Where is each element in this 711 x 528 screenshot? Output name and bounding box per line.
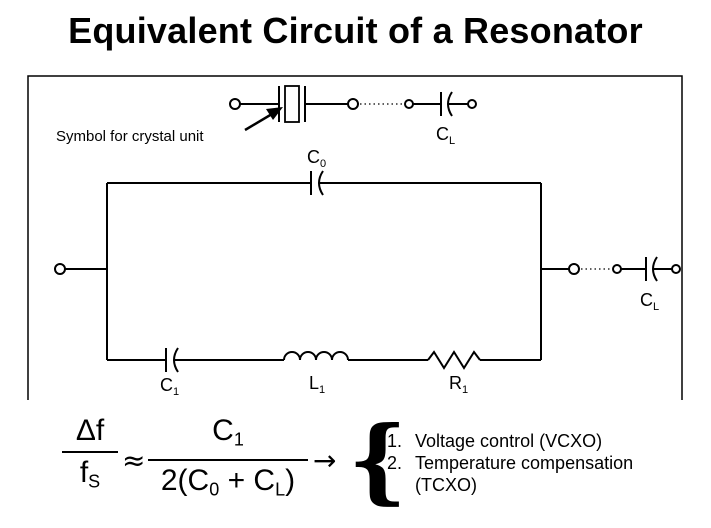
frequency-shift-formula: Δf fS ≈ C1 2(C0 + CL) → { 1.Voltage cont… bbox=[0, 400, 711, 528]
rhs-denominator: 2(C0 + CL) bbox=[160, 464, 296, 500]
arrow-right-icon: → bbox=[313, 444, 337, 477]
load-capacitor-symbol bbox=[404, 91, 477, 117]
symbol-caption: Symbol for crystal unit bbox=[56, 128, 204, 145]
rhs-fraction-bar bbox=[148, 459, 308, 462]
terminal-left bbox=[229, 98, 241, 110]
input-terminal bbox=[54, 263, 66, 275]
list-item: (TCXO) bbox=[415, 475, 477, 495]
left-brace: { bbox=[348, 406, 408, 514]
output-terminal bbox=[568, 263, 580, 275]
lhs-numerator: Δf bbox=[75, 414, 105, 447]
load-capacitor-output bbox=[612, 256, 681, 282]
load-cap-label-top: CL bbox=[436, 124, 455, 147]
c1-label: C1 bbox=[160, 375, 179, 398]
page-title: Equivalent Circuit of a Resonator bbox=[68, 10, 643, 51]
crystal-symbol bbox=[229, 85, 359, 123]
lhs-fraction-bar bbox=[62, 451, 118, 453]
c0-label: C0 bbox=[307, 147, 326, 170]
r1-zigzag bbox=[427, 350, 481, 370]
l1-coil bbox=[283, 351, 349, 361]
load-cap-label-output: CL bbox=[640, 290, 659, 313]
list-item: 1.Voltage control (VCXO) bbox=[387, 431, 603, 451]
crystal-body bbox=[284, 85, 300, 123]
l1-label: L1 bbox=[309, 373, 325, 396]
terminal-right bbox=[347, 98, 359, 110]
circuit-diagram: CL Symbol for crystal unit bbox=[27, 75, 683, 400]
lhs-denominator: fS bbox=[79, 456, 101, 492]
rhs-fraction: C1 2(C0 + CL) bbox=[148, 414, 308, 507]
equivalent-circuit bbox=[54, 170, 580, 373]
list-item: 2.Temperature compensation bbox=[387, 453, 634, 473]
rhs-numerator: C1 bbox=[212, 414, 244, 450]
diagram-frame bbox=[27, 75, 683, 400]
caption-arrow-head bbox=[266, 107, 283, 120]
r1-label: R1 bbox=[449, 373, 468, 396]
approx-sign: ≈ bbox=[122, 444, 146, 477]
applications-list: 1.Voltage control (VCXO) 2.Temperature c… bbox=[387, 430, 633, 496]
lhs-fraction: Δf fS bbox=[62, 414, 118, 498]
